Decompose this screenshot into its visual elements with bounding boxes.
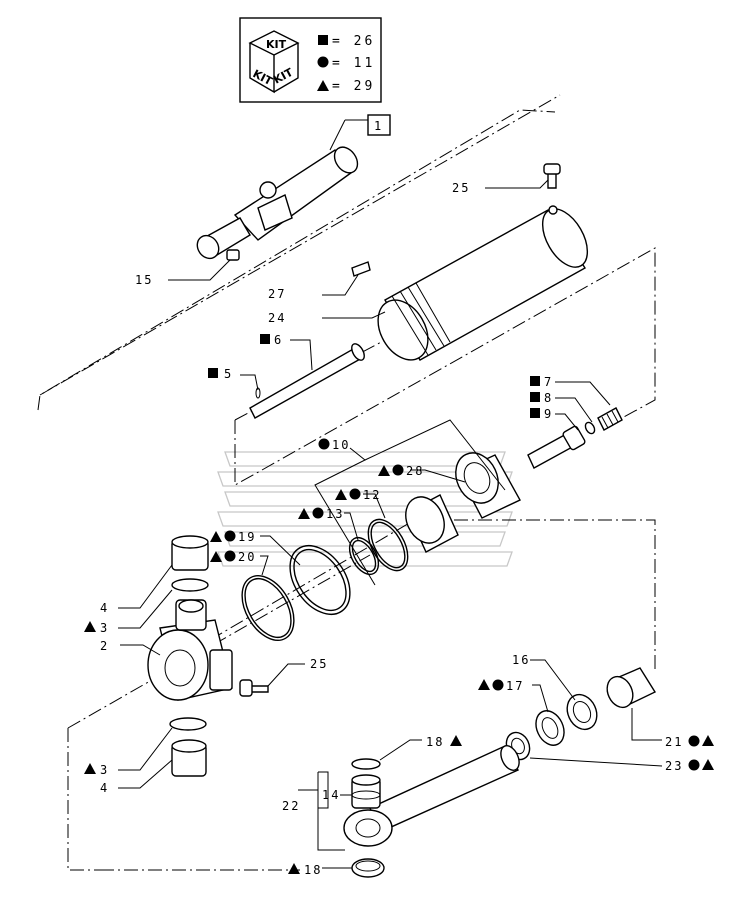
callout-9: 9	[544, 407, 553, 421]
seal-17: 17	[478, 679, 565, 746]
callout-4-top: 4	[100, 601, 109, 615]
callout-12: 12	[363, 488, 381, 502]
bushing-4-bottom: 4	[100, 739, 207, 795]
seal-12: 12	[335, 488, 409, 572]
callout-5: 5	[224, 367, 233, 381]
bushing-4-top: 4	[100, 535, 209, 615]
callout-18-top: 18	[426, 735, 444, 749]
kit-square-count: = 26	[332, 34, 375, 49]
callout-19: 19	[238, 530, 256, 544]
callout-25-middle: 25	[310, 657, 328, 671]
bushing-14: 14	[322, 758, 381, 809]
kit-label-top: KIT	[266, 38, 287, 51]
seal-16: 16	[512, 653, 598, 731]
callout-23: 23	[665, 759, 683, 773]
callout-13: 13	[326, 507, 344, 521]
callout-3-bottom: 3	[100, 763, 109, 777]
washer-3-top: 3	[84, 578, 209, 635]
assembly-ref-label: 1	[374, 119, 383, 133]
callout-7: 7	[544, 375, 553, 389]
kit-legend: KIT KIT KIT = 26 = 11 = 29	[239, 17, 382, 103]
kit-square-symbol	[318, 35, 328, 45]
kit-triangle-count: = 29	[332, 79, 375, 94]
cylinder-barrel: 24	[268, 205, 589, 361]
piston-28: 28	[378, 452, 521, 519]
seal-19: 19	[210, 530, 351, 615]
callout-22: 22	[282, 799, 300, 813]
seal-13: 13	[298, 507, 380, 576]
callout-28: 28	[406, 464, 424, 478]
callout-3-top: 3	[100, 621, 109, 635]
assembled-cylinder: 1	[196, 114, 391, 260]
part-5: 5	[208, 367, 261, 399]
callout-21: 21	[665, 735, 683, 749]
callout-8: 8	[544, 391, 553, 405]
callout-15: 15	[135, 273, 153, 287]
callout-18-bottom: 18	[304, 863, 322, 877]
kit-legend-frame	[239, 17, 382, 103]
bushing-21: 21	[606, 667, 714, 749]
assembly-ref-box	[367, 114, 391, 136]
callout-16: 16	[512, 653, 530, 667]
kit-circle-symbol	[317, 56, 329, 68]
callout-10: 10	[332, 438, 350, 452]
cylinder-head: 2	[100, 599, 233, 701]
bolt-25-top: 25	[452, 163, 561, 195]
bolt-spring-set: 7 8 9	[527, 375, 623, 469]
kit-triangle-symbol	[317, 80, 329, 91]
callout-6: 6	[274, 333, 283, 347]
callout-17: 17	[506, 679, 524, 693]
rod-eye: 22	[282, 745, 520, 851]
seal-20: 20	[210, 550, 295, 641]
kit-cube-icon: KIT KIT KIT	[248, 30, 300, 94]
kit-label-right: KIT	[271, 65, 295, 86]
callout-4-bottom: 4	[100, 781, 109, 795]
washer-18-top: 18	[379, 735, 462, 761]
callout-2: 2	[100, 639, 109, 653]
washer-3-bottom: 3	[84, 717, 207, 777]
washer-18-bottom: 18	[288, 858, 385, 878]
callout-27: 27	[268, 287, 286, 301]
bolt-25-middle: 25	[239, 657, 328, 697]
callout-24: 24	[268, 311, 286, 325]
piston-rod: 6	[249, 333, 365, 419]
callout-20: 20	[238, 550, 256, 564]
callout-14: 14	[322, 788, 340, 802]
callout-25-top: 25	[452, 181, 470, 195]
kit-circle-count: = 11	[332, 56, 375, 71]
guide-ring: 10	[314, 419, 506, 586]
screw-15: 15	[135, 249, 240, 287]
screw-27: 27	[268, 261, 371, 301]
